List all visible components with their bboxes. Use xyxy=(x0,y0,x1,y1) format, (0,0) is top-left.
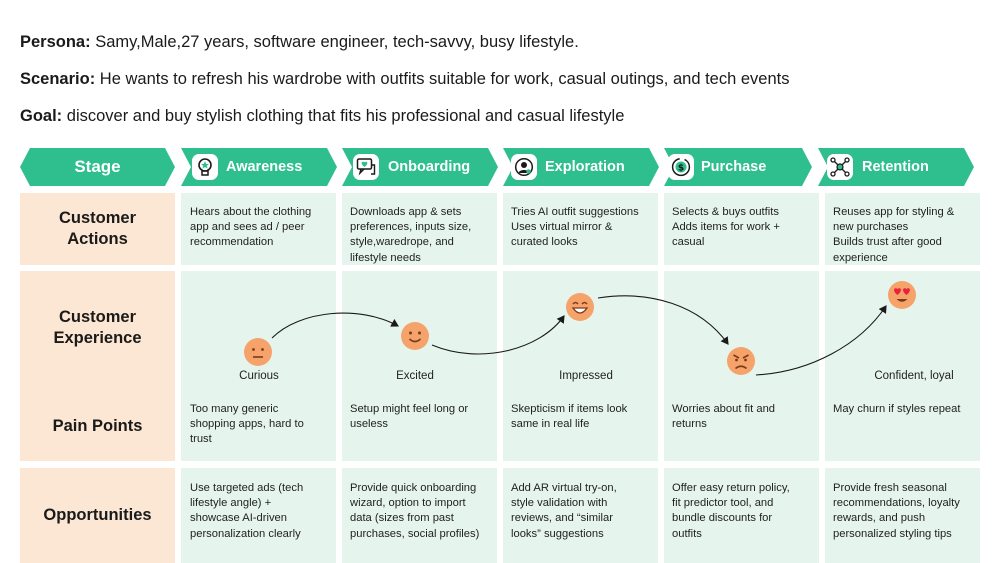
heart-eyes-face-icon xyxy=(888,281,916,309)
opportunity-text: Add AR virtual try-on, style validation … xyxy=(511,482,617,540)
row-header-experience-pain: Customer Experience Pain Points xyxy=(20,271,175,461)
stage-chevron-shape xyxy=(20,148,175,186)
actions-cell xyxy=(825,193,980,265)
pain-text: Worries about fit and returns xyxy=(672,403,776,431)
awareness-chevron-shape xyxy=(181,148,337,186)
angry-face-icon xyxy=(727,347,755,375)
retention-chevron-shape xyxy=(818,148,974,186)
action-text: Downloads app & sets preferences, inputs… xyxy=(350,206,472,264)
stage-header: Stage xyxy=(20,148,175,186)
emotion-label: Excited xyxy=(396,370,434,382)
stage-name: Purchase xyxy=(701,159,767,175)
row-opportunities-label: Opportunities xyxy=(43,506,152,524)
row-experience-label: Customer Experience xyxy=(53,308,142,347)
purchase-chevron-shape xyxy=(664,148,812,186)
lightbulb-head-icon xyxy=(192,154,218,180)
action-text: Selects & buys outfits Adds items for wo… xyxy=(672,206,780,249)
row-header-opportunities: Opportunities xyxy=(20,468,175,563)
stage-name: Exploration xyxy=(545,159,625,175)
opportunity-cell xyxy=(825,468,980,563)
pain-text: Too many generic shopping apps, hard to … xyxy=(190,403,304,446)
opportunity-text: Use targeted ads (tech lifestyle angle) … xyxy=(190,482,304,540)
row-actions-label: Customer Actions xyxy=(58,209,136,248)
smiling-face-icon xyxy=(401,322,429,350)
opportunity-cell xyxy=(181,468,336,563)
stage-label: Stage xyxy=(74,157,121,176)
row-pain-label: Pain Points xyxy=(52,417,143,435)
stage-name: Awareness xyxy=(226,159,303,175)
exploration-chevron-shape xyxy=(503,148,659,186)
stage-onboarding: Onboarding xyxy=(342,148,498,186)
emotion-label: Impressed xyxy=(559,370,613,382)
actions-cell xyxy=(503,193,658,265)
scenario-label: Scenario: xyxy=(20,70,96,88)
network-icon xyxy=(827,154,853,180)
pain-text: May churn if styles repeat xyxy=(833,403,961,415)
opportunity-cell xyxy=(503,468,658,563)
pain-text: Skepticism if items look same in real li… xyxy=(511,403,628,431)
persona-text: Samy,Male,27 years, software engineer, t… xyxy=(95,33,579,51)
stage-awareness: Awareness xyxy=(181,148,337,186)
opportunity-cell xyxy=(664,468,819,563)
scenario-text: He wants to refresh his wardrobe with ou… xyxy=(99,70,790,88)
emotion-label: Curious xyxy=(239,370,279,382)
user-search-icon xyxy=(511,154,537,180)
onboarding-chevron-shape xyxy=(342,148,498,186)
experience-cell xyxy=(342,271,497,461)
experience-cell xyxy=(181,271,336,461)
action-text: Tries AI outfit suggestions Uses virtual… xyxy=(511,206,639,249)
stage-exploration: Exploration xyxy=(503,148,659,186)
grinning-face-icon xyxy=(566,293,594,321)
actions-cell xyxy=(664,193,819,265)
actions-cell xyxy=(342,193,497,265)
pain-text: Setup might feel long or useless xyxy=(350,403,469,431)
stage-name: Onboarding xyxy=(388,159,471,175)
action-text: Hears about the clothing app and sees ad… xyxy=(190,206,312,249)
svg-text:$: $ xyxy=(678,163,684,173)
stage-purchase: $ Purchase xyxy=(664,148,812,186)
goal-text: discover and buy stylish clothing that f… xyxy=(66,107,625,125)
goal-label: Goal: xyxy=(20,107,63,125)
scenario-line: Scenario: He wants to refresh his wardro… xyxy=(20,70,789,89)
actions-cell xyxy=(181,193,336,265)
row-header-actions: Customer Actions xyxy=(20,193,175,265)
stage-retention: Retention xyxy=(818,148,974,186)
action-text: Reuses app for styling & new purchases B… xyxy=(833,206,955,264)
opportunity-text: Provide fresh seasonal recommendations, … xyxy=(833,482,960,540)
opportunity-text: Offer easy return policy, fit predictor … xyxy=(672,482,790,540)
opportunity-cell xyxy=(342,468,497,563)
opportunity-text: Provide quick onboarding wizard, option … xyxy=(350,482,480,540)
stage-name: Retention xyxy=(862,159,929,175)
persona-line: Persona: Samy,Male,27 years, software en… xyxy=(20,33,579,52)
goal-line: Goal: discover and buy stylish clothing … xyxy=(20,107,624,126)
chat-heart-icon xyxy=(353,154,379,180)
persona-label: Persona: xyxy=(20,33,91,51)
neutral-face-icon xyxy=(244,338,272,366)
dollar-cycle-icon: $ xyxy=(668,154,694,180)
emotion-label: Confident, loyal xyxy=(874,370,954,382)
